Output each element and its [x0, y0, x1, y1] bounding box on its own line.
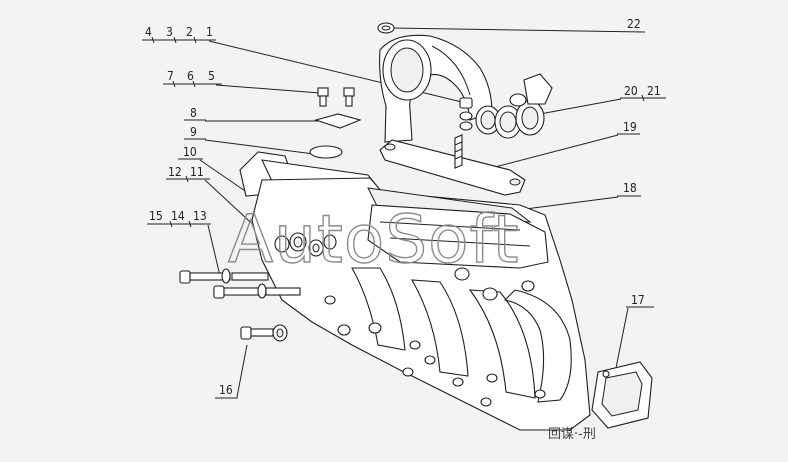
callout-12: 12: [168, 165, 182, 179]
callout-11: 11: [190, 165, 204, 179]
gasket-9: [309, 145, 343, 159]
callout-4: 4: [145, 25, 152, 39]
bolt-16: [240, 324, 288, 342]
callout-15: 15: [149, 209, 163, 223]
callout-16: 16: [219, 383, 233, 397]
flange-part: [379, 139, 526, 196]
callout-5: 5: [208, 69, 215, 83]
callout-17: 17: [631, 293, 645, 307]
callout-19: 19: [623, 120, 637, 134]
callout-21: 21: [647, 84, 661, 98]
callout-22: 22: [627, 17, 641, 31]
watermark: AutoSoft: [228, 201, 519, 278]
callout-3: 3: [166, 25, 173, 39]
callout-13: 13: [193, 209, 207, 223]
clamp-rings: [274, 232, 337, 257]
callout-2: 2: [186, 25, 193, 39]
gasket-rings: [475, 73, 553, 139]
stud-nut-set: [454, 97, 473, 169]
callout-1: 1: [206, 25, 213, 39]
callout-6: 6: [187, 69, 194, 83]
callout-7: 7: [167, 69, 174, 83]
small-bolts: [317, 87, 355, 107]
gasket-plate-8: [314, 113, 362, 129]
callout-8: 8: [190, 106, 197, 120]
exhaust-manifold-assembly: [179, 22, 653, 431]
elbow-pipe: [379, 34, 493, 143]
leader-lines: [142, 27, 666, 399]
callout-14: 14: [171, 209, 185, 223]
callout-9: 9: [190, 125, 197, 139]
gasket-17: [591, 361, 653, 429]
callout-labels: 4 3 2 1 7 6 5 8 9 10 12 11 15 14 13 16 1…: [145, 17, 661, 397]
callout-18: 18: [623, 181, 637, 195]
callout-20: 20: [624, 84, 638, 98]
footer-code: 回谋·-刑: [548, 427, 596, 442]
callout-10: 10: [183, 145, 197, 159]
manifold-body: [251, 177, 591, 431]
long-bolts: [179, 268, 301, 299]
clamp-part: [377, 22, 395, 34]
